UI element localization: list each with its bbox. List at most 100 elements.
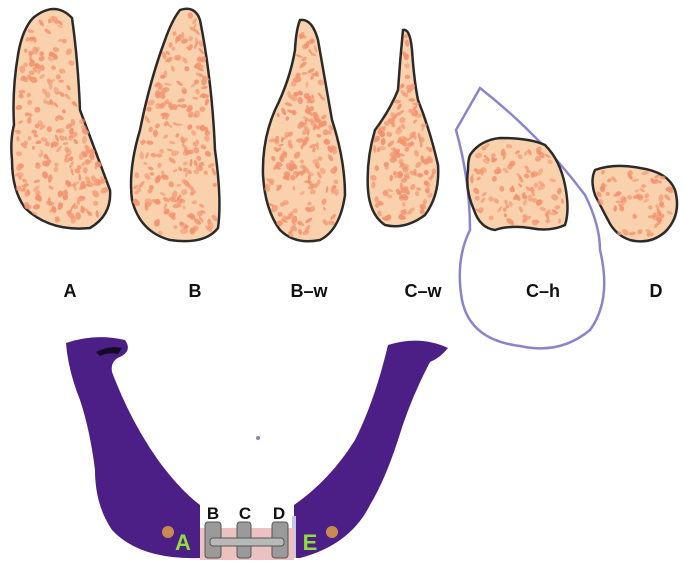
trabecular-dot	[176, 183, 182, 187]
trabecular-dot	[36, 194, 42, 202]
trabecular-dot	[500, 148, 505, 157]
trabecular-dot	[197, 67, 204, 72]
trabecular-dot	[54, 162, 59, 167]
trabecular-dot	[295, 72, 301, 79]
trabecular-dot	[171, 104, 178, 111]
trabecular-dot	[193, 147, 200, 154]
trabecular-dot	[408, 108, 413, 114]
trabecular-dot	[525, 186, 531, 191]
trabecular-dot	[180, 37, 187, 44]
trabecular-dot	[18, 89, 26, 94]
trabecular-dot	[305, 81, 309, 89]
trabecular-dot	[66, 210, 71, 215]
trabecular-dot	[308, 39, 313, 45]
trabecular-dot	[55, 74, 62, 80]
trabecular-dot	[310, 75, 315, 80]
trabecular-dot	[44, 141, 50, 147]
trabecular-dot	[653, 223, 659, 229]
trabecular-dot	[160, 170, 165, 175]
trabecular-dot	[322, 219, 329, 226]
trabecular-dot	[157, 162, 162, 168]
trabecular-dot	[85, 176, 91, 183]
trabecular-dot	[535, 155, 541, 162]
trabecular-dot	[386, 214, 392, 220]
zone-label-a: A	[175, 530, 191, 555]
trabecular-dot	[32, 145, 35, 150]
trabecular-dot	[149, 172, 155, 176]
trabecular-dot	[295, 54, 303, 58]
trabecular-dot	[627, 173, 633, 180]
trabecular-dot	[184, 66, 190, 72]
trabecular-pattern	[13, 12, 674, 238]
trabecular-dot	[307, 185, 314, 191]
trabecular-dot	[399, 83, 404, 90]
trabecular-dot	[47, 19, 51, 24]
trabecular-dot	[153, 219, 160, 227]
trabecular-dot	[28, 59, 35, 67]
trabecular-dot	[400, 89, 406, 97]
trabecular-dot	[27, 112, 33, 117]
trabecular-dot	[32, 204, 41, 210]
trabecular-dot	[287, 109, 295, 114]
trabecular-dot	[70, 216, 77, 224]
trabecular-dot	[212, 182, 217, 188]
trabecular-dot	[207, 163, 215, 168]
trabecular-dot	[185, 149, 191, 156]
trabecular-dot	[327, 130, 332, 135]
trabecular-dot	[484, 143, 490, 148]
trabecular-dot	[401, 123, 406, 130]
trabecular-dot	[76, 199, 81, 206]
trabecular-dot	[81, 150, 86, 156]
trabecular-dot	[309, 206, 316, 213]
trabecular-dot	[371, 181, 376, 189]
trabecular-dot	[20, 187, 26, 192]
trabecular-dot	[160, 112, 168, 117]
trabecular-dot	[384, 166, 390, 170]
trabecular-dot	[148, 126, 153, 133]
trabecular-dot	[397, 190, 403, 195]
trabecular-dot	[632, 214, 638, 219]
small-dot	[256, 436, 260, 440]
trabecular-dot	[413, 119, 418, 124]
trabecular-dot	[658, 194, 664, 202]
trabecular-dot	[510, 221, 515, 226]
trabecular-dot	[561, 198, 564, 204]
trabecular-dot	[162, 197, 170, 202]
trabecular-dot	[64, 93, 71, 100]
trabecular-dot	[62, 142, 69, 145]
trabecular-dot	[535, 199, 543, 206]
trabecular-dot	[481, 146, 487, 151]
trabecular-dot	[290, 81, 297, 87]
trabecular-dot	[58, 38, 63, 42]
trabecular-dot	[476, 176, 481, 181]
trabecular-dot	[34, 106, 41, 113]
trabecular-dot	[545, 218, 551, 224]
trabecular-dot	[59, 135, 65, 141]
trabecular-dot	[383, 161, 389, 168]
trabecular-dot	[659, 175, 666, 180]
trabecular-dot	[424, 187, 431, 193]
trabecular-dot	[15, 105, 23, 110]
trabecular-dot	[332, 185, 337, 189]
trabecular-dot	[288, 231, 294, 238]
trabecular-dot	[402, 135, 409, 142]
trabecular-dot	[412, 102, 420, 106]
trabecular-dot	[656, 210, 662, 217]
trabecular-dot	[387, 188, 394, 193]
trabecular-dot	[193, 169, 199, 175]
trabecular-dot	[282, 175, 290, 180]
trabecular-dot	[147, 188, 153, 194]
label-b: B	[189, 281, 202, 301]
trabecular-dot	[389, 156, 397, 163]
trabecular-dot	[175, 199, 181, 205]
trabecular-dot	[164, 82, 172, 86]
trabecular-dot	[655, 204, 660, 210]
trabecular-dot	[397, 136, 403, 144]
trabecular-dot	[377, 126, 386, 131]
trabecular-dot	[504, 199, 508, 205]
trabecular-dot	[317, 156, 323, 161]
trabecular-dot	[475, 208, 482, 214]
trabecular-dot	[67, 181, 71, 186]
trabecular-dot	[70, 168, 74, 176]
